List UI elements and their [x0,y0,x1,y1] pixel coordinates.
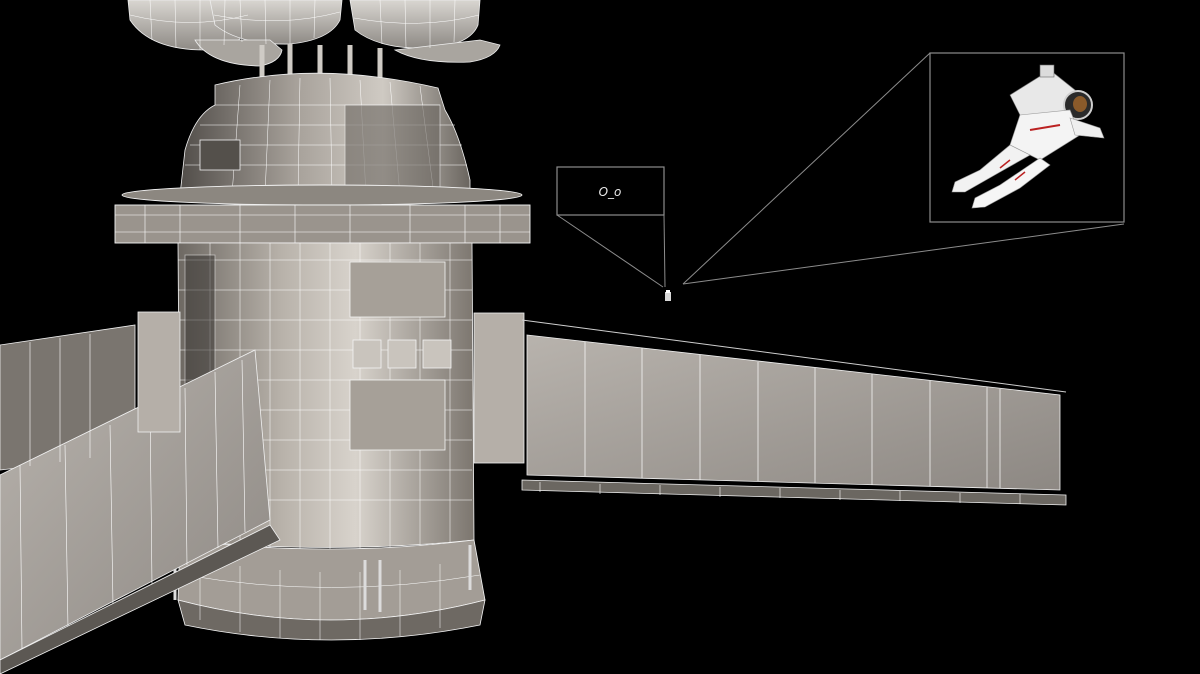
zoom-line-top [682,52,931,285]
left-hinge [137,311,181,433]
fuel-tank-3 [349,0,481,49]
solar-array-left [0,311,281,674]
hull-panel-2 [349,379,446,451]
ring-collar [114,184,531,244]
astronaut-zoom-icon [951,64,1105,209]
callout-text: O_o [599,185,622,199]
astronaut-icon [665,290,671,301]
hull-panel-1 [349,261,446,318]
callout-pointer-left [556,214,664,288]
hull-ports [352,339,452,369]
right-hinge [473,312,525,464]
right-boom [521,479,1067,506]
zoom-callout [682,52,1125,285]
text-callout: O_o [556,166,666,288]
fuel-tanks [127,0,501,85]
callout-box [556,166,665,216]
upper-module [179,72,471,196]
fuel-tank-5 [393,39,501,63]
vent-panel [199,139,241,171]
fuel-tank-4 [194,39,283,67]
left-boom [0,524,281,674]
callout-pointer-right [663,214,666,288]
hatch-panel [344,104,441,191]
solar-array-right [473,312,1067,506]
zoom-line-bottom [682,223,1125,285]
collar-band [114,204,531,244]
